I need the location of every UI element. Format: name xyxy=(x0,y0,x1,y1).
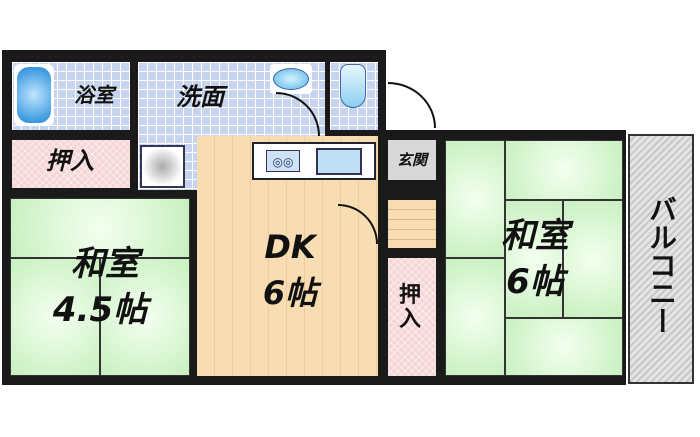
sink-icon xyxy=(270,64,312,94)
bath-label: 浴室 xyxy=(74,83,114,107)
kitchen-sink-icon xyxy=(316,148,362,175)
closet-left xyxy=(12,140,130,188)
bathtub-icon xyxy=(14,64,54,126)
closet-mid-label: 押入 xyxy=(398,283,421,333)
entrance xyxy=(388,140,436,180)
entrance-label: 玄関 xyxy=(396,151,427,169)
washroom-label: 洗面 xyxy=(176,83,224,111)
kitchen-counter: ◎◎ xyxy=(252,142,376,180)
closet-left-label: 押入 xyxy=(46,147,94,175)
washitsu-right xyxy=(445,140,623,376)
washitsu-right-size: 6帖 xyxy=(506,262,564,302)
balcony-label: バルコニー xyxy=(645,195,678,335)
balcony xyxy=(628,134,694,384)
washitsu-left xyxy=(10,198,190,376)
entrance-step xyxy=(388,200,436,248)
washitsu-left-size: 4.5帖 xyxy=(52,290,148,330)
washitsu-right-name: 和室 xyxy=(501,216,569,256)
door xyxy=(388,82,436,128)
closet-mid xyxy=(388,258,436,376)
stove-icon: ◎◎ xyxy=(266,150,300,172)
washitsu-left-name: 和室 xyxy=(71,244,139,284)
washer-icon xyxy=(140,145,185,188)
dk-name: DK xyxy=(264,228,316,266)
toilet-icon xyxy=(340,64,366,108)
toilet-room xyxy=(330,62,378,130)
dk-size: 6帖 xyxy=(262,274,318,312)
